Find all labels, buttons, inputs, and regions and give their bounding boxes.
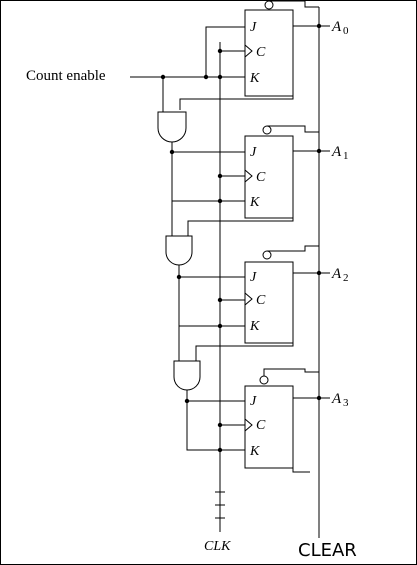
svg-text:C: C <box>256 45 266 60</box>
svg-text:K: K <box>249 71 260 86</box>
svg-text:3: 3 <box>343 397 349 409</box>
svg-text:J: J <box>250 145 257 160</box>
svg-text:J: J <box>250 394 257 409</box>
flip-flop-3: J C K <box>244 368 319 469</box>
svg-text:J: J <box>250 20 257 35</box>
output-a2-label: A <box>331 266 342 282</box>
svg-text:J: J <box>250 270 257 285</box>
svg-text:1: 1 <box>343 150 349 162</box>
output-a0-label: A <box>331 19 342 35</box>
flip-flop-1: J C K <box>244 125 319 219</box>
flip-flop-0: J C K <box>244 0 319 97</box>
clear-label: CLEAR <box>298 540 357 561</box>
svg-text:2: 2 <box>343 272 349 284</box>
svg-text:C: C <box>256 293 266 308</box>
and-gate-1 <box>157 111 187 143</box>
clk-label: CLK <box>204 539 231 554</box>
svg-text:K: K <box>249 319 260 334</box>
output-a3-label: A <box>331 391 342 407</box>
and-gate-3 <box>173 360 201 391</box>
svg-text:0: 0 <box>343 25 349 37</box>
and-gate-2 <box>165 235 193 266</box>
count-enable-label: Count enable <box>26 68 106 84</box>
flip-flop-2: J C K <box>244 245 319 344</box>
svg-text:C: C <box>256 418 266 433</box>
svg-text:K: K <box>249 195 260 210</box>
svg-text:C: C <box>256 170 266 185</box>
output-a1-label: A <box>331 144 342 160</box>
svg-text:K: K <box>249 444 260 459</box>
